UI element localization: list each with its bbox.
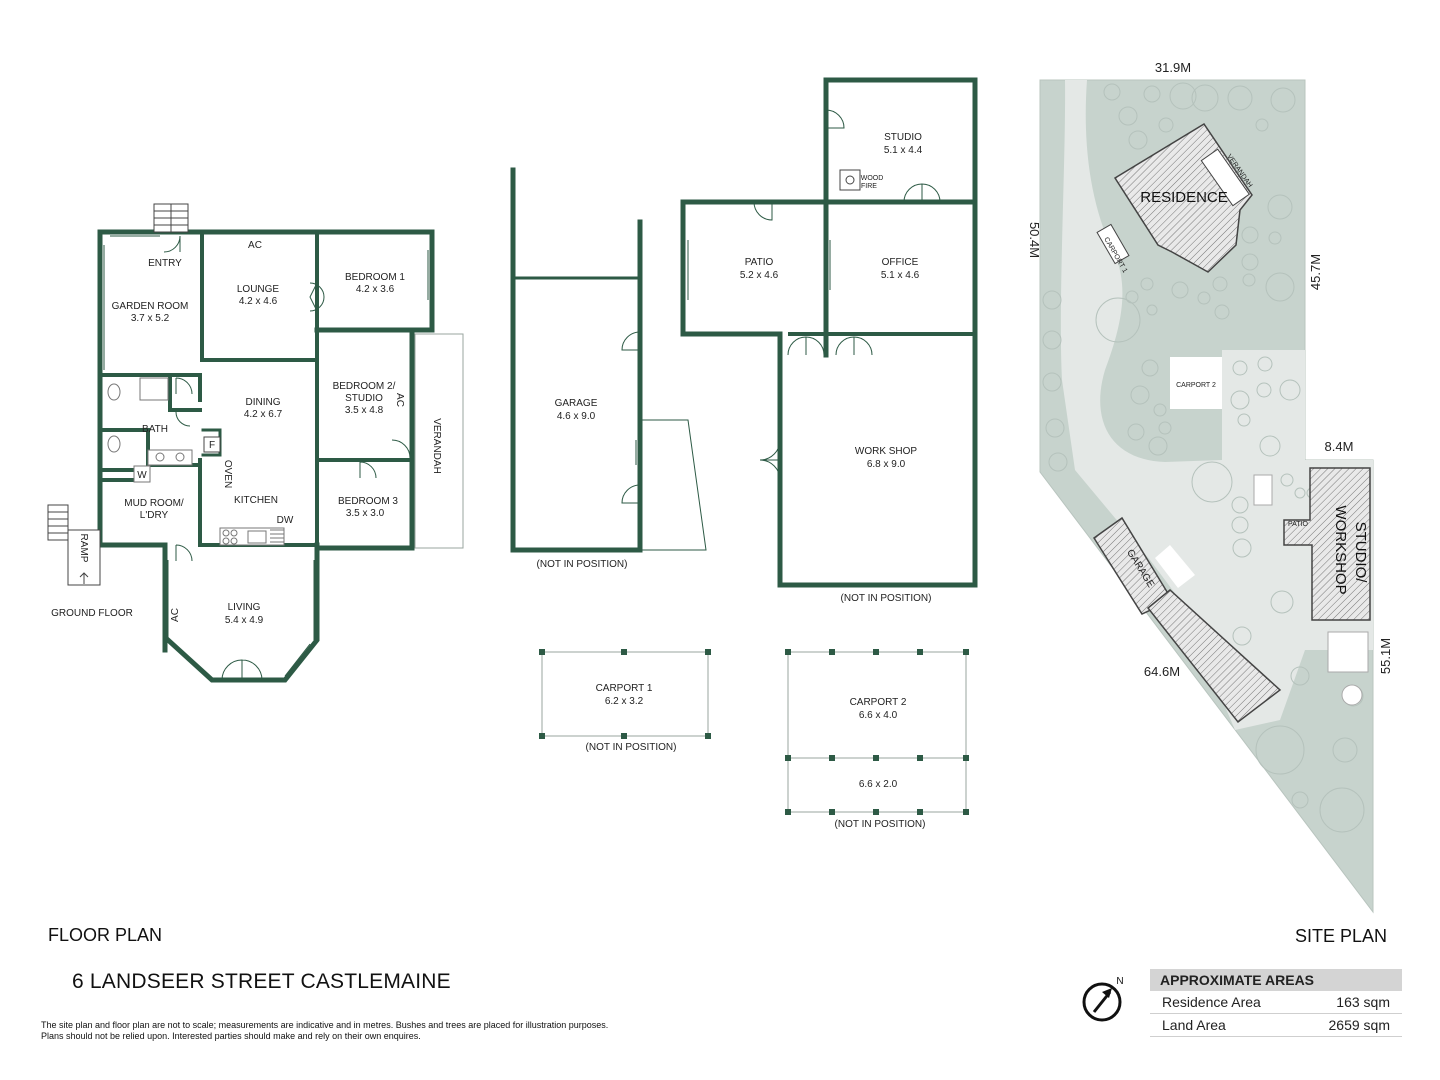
- site-studio-label-line2: WORKSHOP: [1332, 505, 1349, 594]
- site-dim-bottom: 64.6M: [1144, 664, 1180, 679]
- washer-label: W: [137, 470, 147, 481]
- dining-size: 4.2 x 6.7: [244, 409, 283, 420]
- areas-row-label: Land Area: [1150, 1013, 1299, 1037]
- bedroom1-size: 4.2 x 3.6: [356, 284, 395, 295]
- site-dim-top: 31.9M: [1155, 60, 1191, 75]
- studio-size: 5.1 x 4.4: [884, 145, 923, 156]
- workshop-plan: WOOD FIRE STUDIO 5.1 x 4.4 PATIO 5.2 x 4…: [680, 77, 978, 604]
- carport1-plan: CARPORT 1 6.2 x 3.2 (NOT IN POSITION): [539, 649, 711, 753]
- site-garage-extension: [1146, 589, 1282, 724]
- carport1-size: 6.2 x 3.2: [605, 696, 644, 707]
- driveway: [1060, 80, 1373, 730]
- office-size: 5.1 x 4.6: [881, 270, 920, 281]
- wood-fire-label-line1: WOOD: [861, 175, 884, 182]
- areas-row-label: Residence Area: [1150, 991, 1299, 1014]
- areas-row-value: 163 sqm: [1298, 991, 1402, 1014]
- garage-plan: GARAGE 4.6 x 9.0 (NOT IN POSITION): [510, 167, 707, 570]
- bedroom3-label: BEDROOM 3: [338, 496, 398, 507]
- site-plan-title: SITE PLAN: [1295, 926, 1388, 946]
- property-address: 6 LANDSEER STREET CASTLEMAINE: [72, 970, 451, 993]
- living-ac-label: AC: [170, 608, 181, 622]
- carport1-label: CARPORT 1: [596, 683, 653, 694]
- table-row: Residence Area 163 sqm: [1150, 991, 1402, 1014]
- lounge-label: LOUNGE: [237, 284, 280, 295]
- bedroom2-label-line1: BEDROOM 2/: [333, 381, 396, 392]
- north-label: N: [1116, 976, 1123, 987]
- site-residence-label: RESIDENCE: [1140, 189, 1228, 206]
- trees: [1042, 82, 1365, 833]
- carport2-size: 6.6 x 4.0: [859, 710, 898, 721]
- dishwasher-label: DW: [277, 515, 294, 526]
- areas-heading: APPROXIMATE AREAS: [1150, 969, 1402, 991]
- carport2-plan: CARPORT 2 6.6 x 4.0 6.6 x 2.0 (NOT IN PO…: [785, 649, 969, 830]
- ramp-label: RAMP: [78, 534, 89, 563]
- site-plan: 31.9M 50.4M 45.7M 8.4M 55.1M 64.6M RESID…: [1027, 60, 1393, 914]
- house-floor-plan: [47, 203, 464, 683]
- workshop-size: 6.8 x 9.0: [867, 459, 906, 470]
- fridge-label: F: [209, 440, 215, 451]
- house-labels: ENTRY GARDEN ROOM 3.7 x 5.2 AC LOUNGE 4.…: [51, 240, 442, 626]
- living-size: 5.4 x 4.9: [225, 615, 264, 626]
- site-dim-right-lower: 55.1M: [1378, 638, 1393, 674]
- studio-workshop-building: [1283, 467, 1371, 621]
- studio-label: STUDIO: [884, 132, 922, 143]
- patio-size: 5.2 x 4.6: [740, 270, 779, 281]
- mudroom-label-line1: MUD ROOM/: [124, 498, 184, 509]
- site-dim-right-upper: 45.7M: [1308, 254, 1323, 290]
- garden-room-label: GARDEN ROOM: [112, 301, 189, 312]
- garden-room-size: 3.7 x 5.2: [131, 313, 170, 324]
- carport2-label: CARPORT 2: [850, 697, 907, 708]
- areas-row-value: 2659 sqm: [1298, 1013, 1402, 1037]
- disclaimer-line1: The site plan and floor plan are not to …: [41, 1020, 609, 1030]
- office-label: OFFICE: [882, 257, 919, 268]
- lounge-ac-label: AC: [248, 240, 262, 251]
- workshop-not-in-position: (NOT IN POSITION): [841, 593, 932, 604]
- mudroom-label-line2: L'DRY: [140, 510, 169, 521]
- site-patio-label: PATIO: [1288, 521, 1309, 528]
- disclaimer: The site plan and floor plan are not to …: [41, 1020, 741, 1042]
- bedroom2-ac-label: AC: [394, 393, 405, 407]
- site-carport2-label: CARPORT 2: [1176, 382, 1216, 389]
- garage-size: 4.6 x 9.0: [557, 411, 596, 422]
- site-dim-left: 50.4M: [1027, 222, 1042, 258]
- site-studio-label-line1: STUDIO/: [1352, 522, 1369, 584]
- carport1-not-in-position: (NOT IN POSITION): [586, 742, 677, 753]
- ground-floor-label: GROUND FLOOR: [51, 608, 133, 619]
- carport2-site: [1170, 357, 1222, 409]
- garage-not-in-position: (NOT IN POSITION): [537, 559, 628, 570]
- entry-label: ENTRY: [148, 258, 182, 269]
- site-dim-step: 8.4M: [1325, 439, 1354, 454]
- workshop-label: WORK SHOP: [855, 446, 918, 457]
- north-arrow-icon: N: [1082, 976, 1124, 1022]
- bath-label: BATH: [142, 424, 168, 435]
- oven-label: OVEN: [222, 460, 233, 488]
- garage-label: GARAGE: [555, 398, 598, 409]
- bedroom2-size: 3.5 x 4.8: [345, 405, 384, 416]
- approximate-areas-table: APPROXIMATE AREAS Residence Area 163 sqm…: [1150, 969, 1402, 1037]
- disclaimer-line2: Plans should not be relied upon. Interes…: [41, 1031, 421, 1041]
- wood-fire-label-line2: FIRE: [861, 183, 877, 190]
- living-label: LIVING: [228, 602, 261, 613]
- patio-label: PATIO: [745, 257, 774, 268]
- carport2-not-in-position: (NOT IN POSITION): [835, 819, 926, 830]
- lounge-size: 4.2 x 4.6: [239, 296, 278, 307]
- carport2-ext-size: 6.6 x 2.0: [859, 779, 898, 790]
- kitchen-label: KITCHEN: [234, 495, 278, 506]
- floor-plan-title: FLOOR PLAN: [48, 925, 163, 945]
- dining-label: DINING: [246, 397, 281, 408]
- table-row: Land Area 2659 sqm: [1150, 1013, 1402, 1037]
- bedroom1-label: BEDROOM 1: [345, 272, 405, 283]
- verandah-label: VERANDAH: [431, 418, 442, 474]
- bedroom3-size: 3.5 x 3.0: [346, 508, 385, 519]
- bedroom2-label-line2: STUDIO: [345, 393, 383, 404]
